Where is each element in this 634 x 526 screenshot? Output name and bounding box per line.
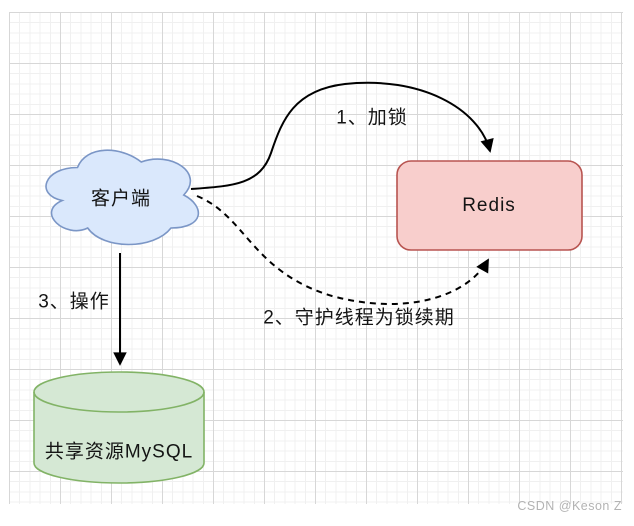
edge-renew-label: 2、守护线程为锁续期 <box>263 307 455 329</box>
client-cloud-shape <box>45 149 200 246</box>
edge-lock-arrow <box>190 81 494 190</box>
edge-operate-label: 3、操作 <box>38 291 110 313</box>
mysql-node-label: 共享资源MySQL <box>44 441 194 463</box>
client-node-label: 客户端 <box>90 188 152 210</box>
mysql-cylinder-top-ellipse <box>33 391 205 413</box>
redis-node-shape <box>396 160 583 251</box>
edge-renew-arrow <box>196 195 489 305</box>
watermark: CSDN @Keson Z <box>517 499 622 513</box>
redis-node-label: Redis <box>462 195 516 216</box>
mysql-cylinder-shape <box>33 371 205 484</box>
edge-lock-label: 1、加锁 <box>336 107 408 129</box>
